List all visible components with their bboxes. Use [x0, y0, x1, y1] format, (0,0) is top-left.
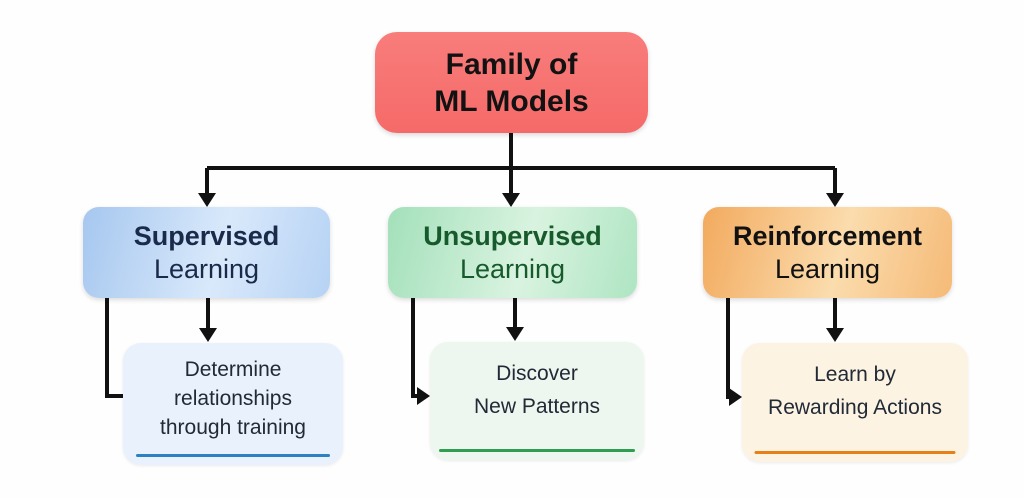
detail-reinforcement-line1: Learn by	[814, 363, 896, 386]
unsupervised-subtitle: Learning	[459, 253, 566, 284]
arrowhead-supervised-detail	[199, 328, 217, 342]
detail-card-supervised: Determine relationships through training	[123, 343, 343, 465]
detail-reinforcement-underline	[754, 451, 956, 454]
detail-supervised-line1: Determine	[184, 358, 282, 381]
detail-supervised-text: Determine relationships through training	[123, 343, 343, 442]
arrowhead-unsupervised-detail	[506, 327, 524, 341]
node-supervised-learning: Supervised Learning	[83, 207, 330, 298]
reinforcement-title: Reinforcement	[732, 220, 923, 251]
connector-reinforcement-elbow	[726, 297, 731, 399]
unsupervised-title: Unsupervised	[423, 220, 602, 251]
detail-card-reinforcement: Learn by Rewarding Actions	[742, 343, 968, 462]
connector-supervised-elbow	[105, 297, 123, 398]
connector-unsupervised-elbow	[411, 297, 418, 398]
detail-unsupervised-underline	[439, 449, 635, 452]
reinforcement-subtitle: Learning	[774, 253, 881, 284]
arrowhead-reinforcement-detail	[826, 328, 844, 342]
detail-unsupervised-text: Discover New Patterns	[430, 342, 644, 423]
detail-supervised-line2: relationships	[174, 387, 292, 410]
detail-supervised-underline	[136, 454, 330, 457]
arrowhead-unsupervised-elbow	[417, 387, 430, 405]
detail-reinforcement-line2: Rewarding Actions	[768, 396, 942, 419]
arrowhead-to-reinforcement	[826, 193, 844, 207]
arrowhead-to-unsupervised	[502, 193, 520, 207]
detail-card-unsupervised: Discover New Patterns	[430, 342, 644, 460]
node-reinforcement-learning: Reinforcement Learning	[703, 207, 952, 298]
detail-unsupervised-line2: New Patterns	[473, 395, 601, 418]
arrowhead-to-supervised	[198, 193, 216, 207]
node-unsupervised-learning: Unsupervised Learning	[388, 207, 637, 298]
supervised-title: Supervised	[133, 220, 280, 251]
root-node-label-line1: Family of	[445, 47, 578, 81]
arrowhead-reinforcement-elbow	[729, 388, 742, 406]
detail-supervised-line3: through training	[160, 416, 306, 439]
supervised-subtitle: Learning	[153, 253, 260, 284]
detail-unsupervised-line1: Discover	[496, 362, 578, 385]
root-node-label-line2: ML Models	[434, 84, 589, 118]
root-node-family-of-ml-models: Family of ML Models	[375, 32, 648, 133]
detail-reinforcement-text: Learn by Rewarding Actions	[742, 343, 968, 424]
